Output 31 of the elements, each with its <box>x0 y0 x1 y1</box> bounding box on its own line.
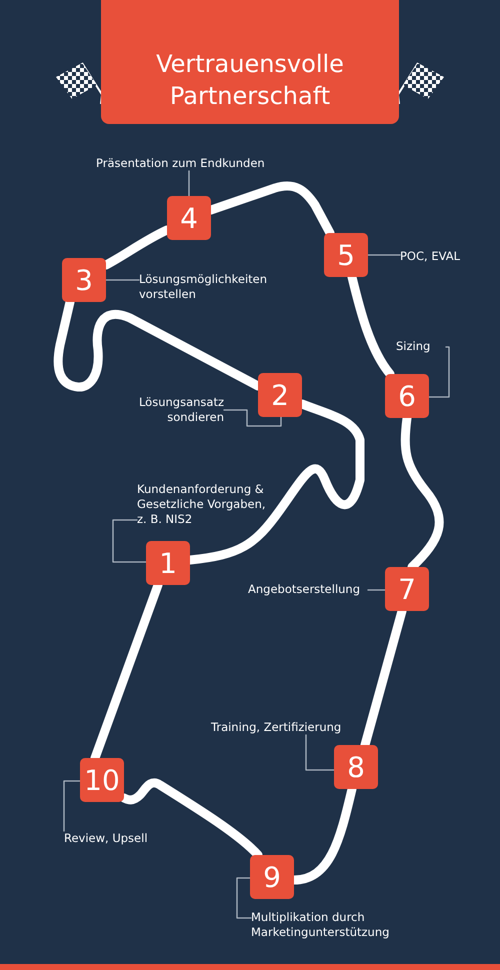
step-number-marker: 10 <box>80 758 124 802</box>
leader-line <box>236 877 252 919</box>
leader-line <box>428 346 450 398</box>
step-number-marker: 3 <box>62 258 106 302</box>
step-label: Angebotserstellung <box>248 582 368 597</box>
title: Vertrauensvolle Partnerschaft <box>155 49 345 112</box>
step-label: Lösungsansatz sondieren <box>120 395 224 425</box>
leader-line <box>63 780 81 832</box>
step-label: Multiplikation durch Marketingunterstützung <box>251 910 411 940</box>
leader-line <box>223 409 282 427</box>
step-label: Kundenanforderung & Gesetzliche Vorgaben, z. B. NIS2 <box>137 482 272 527</box>
step-number-marker: 9 <box>250 855 294 899</box>
step-label: POC, EVAL <box>400 249 460 264</box>
step-number-marker: 7 <box>385 567 429 611</box>
leader-line <box>188 170 190 197</box>
step-number-marker: 2 <box>258 373 302 417</box>
step-number-marker: 4 <box>167 196 211 240</box>
step-label: Training, Zertifizierung <box>211 720 351 735</box>
leader-line <box>112 519 147 563</box>
leader-line <box>367 589 386 591</box>
step-label: Review, Upsell <box>64 831 174 846</box>
step-number-marker: 6 <box>385 374 429 418</box>
step-number-marker: 8 <box>334 745 378 789</box>
step-number-marker: 1 <box>146 541 190 585</box>
step-number-marker: 5 <box>324 233 368 277</box>
leader-line <box>305 734 335 771</box>
step-label: Präsentation zum Endkunden <box>96 156 271 171</box>
step-label: Lösungsmöglichkeiten vorstellen <box>139 272 279 302</box>
leader-line <box>367 254 401 256</box>
leader-line <box>105 279 140 281</box>
step-label: Sizing <box>396 339 446 354</box>
